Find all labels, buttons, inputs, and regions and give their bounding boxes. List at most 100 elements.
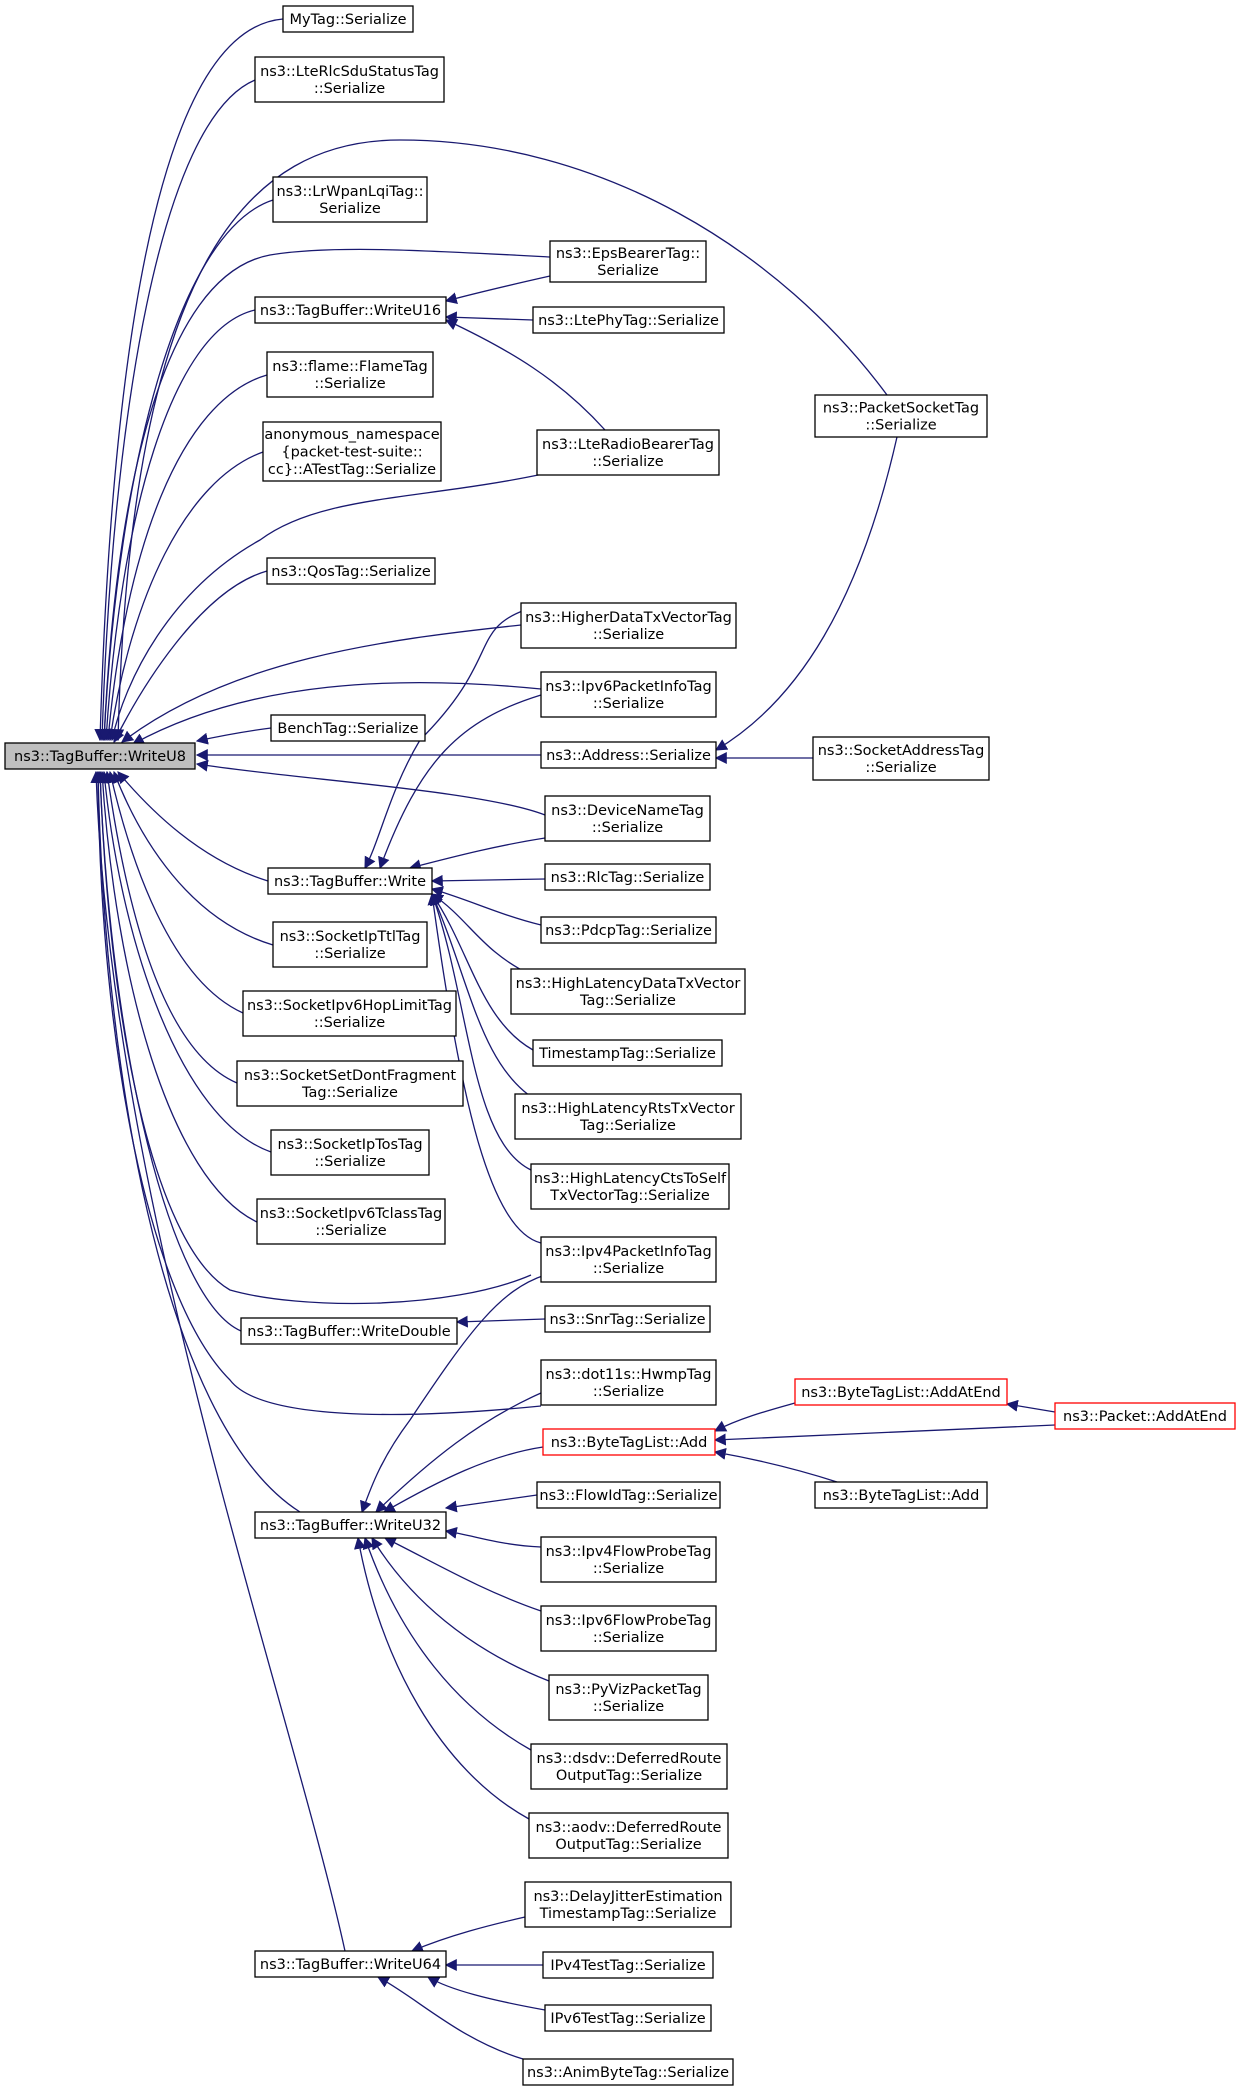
node-socketiptos[interactable]: ns3::SocketIpTosTag::Serialize	[270, 1129, 430, 1176]
node-socketaddress[interactable]: ns3::SocketAddressTag::Serialize	[812, 736, 990, 781]
node-devicename[interactable]: ns3::DeviceNameTag::Serialize	[544, 795, 711, 842]
node-label: ::Serialize	[592, 454, 663, 470]
node-animbyte[interactable]: ns3::AnimByteTag::Serialize	[522, 2058, 734, 2086]
node-box	[272, 176, 428, 223]
edge-epsbearer-to-writeu16	[444, 275, 551, 305]
node-label: ::Serialize	[315, 1223, 386, 1239]
node-label: ns3::LteRadioBearerTag	[542, 437, 714, 453]
edge-ltephy-to-writeu16	[444, 311, 534, 324]
node-box	[282, 5, 414, 33]
node-pyviz[interactable]: ns3::PyVizPacketTag::Serialize	[548, 1674, 709, 1721]
node-label: ::Serialize	[865, 760, 936, 776]
node-label: TimestampTag::Serialize	[539, 1906, 717, 1922]
node-delayjitter[interactable]: ns3::DelayJitterEstimationTimestampTag::…	[524, 1881, 732, 1928]
node-highlatcts[interactable]: ns3::HighLatencyCtsToSelfTxVectorTag::Se…	[530, 1163, 730, 1210]
node-label: ns3::TagBuffer::WriteU32	[260, 1518, 441, 1534]
edge-socketiptos-to-writeu8	[99, 770, 272, 1153]
node-writedouble[interactable]: ns3::TagBuffer::WriteDouble	[240, 1317, 458, 1345]
node-box	[254, 296, 447, 324]
node-socketipv6hop[interactable]: ns3::SocketIpv6HopLimitTag::Serialize	[242, 990, 457, 1037]
node-label: ns3::RlcTag::Serialize	[551, 870, 705, 886]
node-ipv6flowprobe[interactable]: ns3::Ipv6FlowProbeTag::Serialize	[540, 1605, 717, 1652]
node-label: ::Serialize	[593, 627, 664, 643]
node-bytetaglistadd[interactable]: ns3::ByteTagList::Add	[542, 1428, 716, 1456]
edge-hwmptag-to-writeu8	[92, 770, 542, 1416]
node-packetsocket[interactable]: ns3::PacketSocketTag::Serialize	[814, 394, 988, 438]
node-box	[254, 1511, 447, 1539]
node-socketipttl[interactable]: ns3::SocketIpTtlTag::Serialize	[272, 921, 428, 968]
node-label: ::Serialize	[592, 820, 663, 836]
edge-higherdata-to-writeu8	[121, 624, 522, 743]
node-writeu16[interactable]: ns3::TagBuffer::WriteU16	[254, 296, 447, 324]
node-label: ns3::Ipv4PacketInfoTag	[545, 1244, 711, 1260]
node-packetaddatend[interactable]: ns3::Packet::AddAtEnd	[1054, 1402, 1236, 1430]
node-ipv4test[interactable]: IPv4TestTag::Serialize	[542, 1951, 714, 1979]
node-writeu64[interactable]: ns3::TagBuffer::WriteU64	[254, 1950, 447, 1978]
node-box	[266, 351, 434, 398]
node-qos[interactable]: ns3::QosTag::Serialize	[266, 557, 436, 585]
node-higherdata[interactable]: ns3::HigherDataTxVectorTag::Serialize	[520, 602, 737, 649]
node-box	[540, 1605, 717, 1652]
node-lteradio[interactable]: ns3::LteRadioBearerTag::Serialize	[536, 429, 720, 476]
node-box	[540, 741, 717, 769]
node-flowid[interactable]: ns3::FlowIdTag::Serialize	[536, 1481, 721, 1509]
node-bench[interactable]: BenchTag::Serialize	[270, 714, 426, 742]
node-bytetaglistadd2[interactable]: ns3::ByteTagList::Add	[814, 1481, 988, 1509]
edge-write-to-writeu8	[117, 771, 269, 882]
edge-flowid-to-writeu32	[444, 1494, 538, 1513]
node-label: BenchTag::Serialize	[277, 721, 418, 737]
node-label: ns3::SocketIpTosTag	[277, 1137, 422, 1153]
node-writeu8[interactable]: ns3::TagBuffer::WriteU8	[4, 742, 196, 770]
node-timestamp[interactable]: TimestampTag::Serialize	[532, 1039, 723, 1067]
node-ipv6test[interactable]: IPv6TestTag::Serialize	[544, 2004, 712, 2032]
edge-ipv4pktinfo-to-writeu32	[360, 1274, 546, 1514]
edge-socketsetdont-to-writeu8	[102, 770, 238, 1084]
node-box	[540, 1236, 717, 1283]
node-rlctag[interactable]: ns3::RlcTag::Serialize	[544, 863, 711, 891]
node-box	[254, 56, 445, 103]
node-ipv4flowprobe[interactable]: ns3::Ipv4FlowProbeTag::Serialize	[540, 1536, 717, 1583]
node-socketipv6tclass[interactable]: ns3::SocketIpv6TclassTag::Serialize	[256, 1198, 446, 1245]
node-epsbearer[interactable]: ns3::EpsBearerTag::Serialize	[549, 240, 707, 283]
node-address[interactable]: ns3::Address::Serialize	[540, 741, 717, 769]
node-aodv[interactable]: ns3::aodv::DeferredRouteOutputTag::Seria…	[528, 1812, 729, 1859]
node-ltephy[interactable]: ns3::LtePhyTag::Serialize	[532, 306, 725, 334]
edge-ipv4flowprobe-to-writeu32	[444, 1526, 542, 1548]
node-lrwpan[interactable]: ns3::LrWpanLqiTag::Serialize	[272, 176, 428, 223]
node-label: ns3::HighLatencyCtsToSelf	[534, 1171, 727, 1187]
node-lterlcsdu[interactable]: ns3::LteRlcSduStatusTag::Serialize	[254, 56, 445, 103]
node-label: IPv6TestTag::Serialize	[550, 2011, 705, 2027]
edge-aodv-to-writeu32	[354, 1536, 530, 1820]
node-hwmptag[interactable]: ns3::dot11s::HwmpTag::Serialize	[540, 1359, 717, 1406]
node-label: ns3::TagBuffer::WriteU16	[260, 303, 441, 319]
node-ipv6pktinfo[interactable]: ns3::Ipv6PacketInfoTag::Serialize	[540, 671, 717, 718]
node-highlatdata[interactable]: ns3::HighLatencyDataTxVectorTag::Seriali…	[510, 968, 746, 1015]
node-label: ns3::QosTag::Serialize	[271, 564, 431, 580]
node-highlatrts[interactable]: ns3::HighLatencyRtsTxVectorTag::Serializ…	[514, 1093, 742, 1140]
node-writeu32[interactable]: ns3::TagBuffer::WriteU32	[254, 1511, 447, 1539]
node-box	[532, 306, 725, 334]
node-label: ::Serialize	[593, 1699, 664, 1715]
node-box	[814, 394, 988, 438]
node-dsdv[interactable]: ns3::dsdv::DeferredRouteOutputTag::Seria…	[530, 1743, 728, 1790]
node-box	[812, 736, 990, 781]
edge-ipv6pktinfo-to-writeu8	[131, 681, 542, 745]
node-write[interactable]: ns3::TagBuffer::Write	[267, 867, 433, 895]
node-snrtag[interactable]: ns3::SnrTag::Serialize	[544, 1305, 711, 1333]
node-ipv4pktinfo[interactable]: ns3::Ipv4PacketInfoTag::Serialize	[540, 1236, 717, 1283]
edge-pdcptag-to-write	[430, 886, 542, 926]
node-anon[interactable]: anonymous_namespace{packet-test-suite::c…	[262, 421, 442, 482]
node-pdcptag[interactable]: ns3::PdcpTag::Serialize	[540, 916, 717, 944]
node-box	[242, 990, 457, 1037]
node-label: ::Serialize	[314, 1015, 385, 1031]
node-layer: ns3::TagBuffer::WriteU8 MyTag::Serializen…	[4, 5, 1236, 2086]
node-flame[interactable]: ns3::flame::FlameTag::Serialize	[266, 351, 434, 398]
node-label: ns3::LrWpanLqiTag::	[276, 184, 423, 200]
node-bytetaglistaddatend[interactable]: ns3::ByteTagList::AddAtEnd	[794, 1378, 1008, 1406]
edge-bytetaglistadd2-to-bytetaglistadd	[713, 1447, 838, 1483]
node-mytag[interactable]: MyTag::Serialize	[282, 5, 414, 33]
node-box	[236, 1060, 464, 1107]
node-label: OutputTag::Serialize	[556, 1768, 702, 1784]
